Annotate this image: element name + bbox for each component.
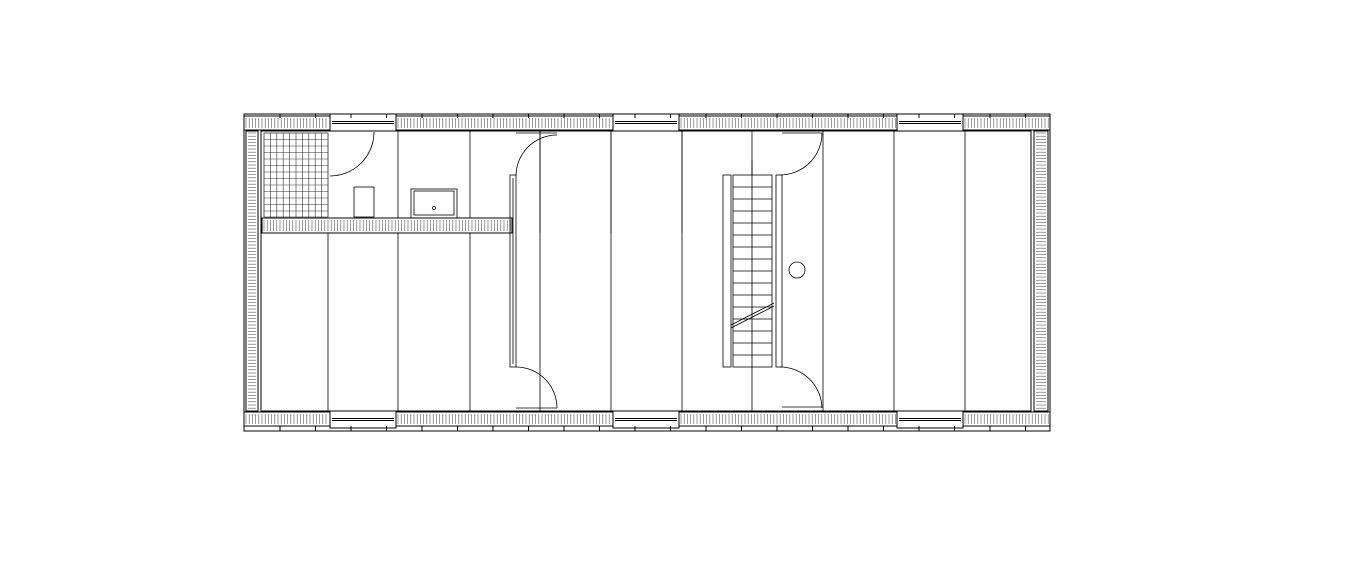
wall-outline bbox=[243, 115, 331, 131]
top-wall-segment bbox=[243, 115, 331, 131]
door-swing bbox=[779, 366, 823, 409]
window bbox=[612, 113, 680, 132]
window bbox=[329, 113, 397, 132]
stair-cut-line bbox=[730, 305, 775, 329]
left-wall bbox=[245, 130, 259, 412]
window bbox=[896, 410, 964, 429]
window-frame bbox=[329, 410, 397, 429]
bottom-wall-segment bbox=[962, 411, 1051, 427]
bottom-wall-segment bbox=[243, 411, 331, 427]
stair-cut-line bbox=[730, 302, 775, 326]
top-wall-segment bbox=[395, 115, 614, 131]
bottom-wall-segment bbox=[678, 411, 898, 427]
window-frame bbox=[612, 410, 680, 429]
top-wall-segment bbox=[962, 115, 1051, 131]
wall-outline bbox=[1033, 130, 1049, 412]
window-frame bbox=[612, 113, 680, 132]
wall-outline bbox=[261, 217, 513, 234]
inner-wall-line bbox=[260, 130, 1032, 412]
staircase bbox=[722, 160, 783, 368]
wall-outline bbox=[678, 115, 898, 131]
door-swing bbox=[779, 132, 823, 176]
window-frame bbox=[329, 113, 397, 132]
top-wall-segment bbox=[678, 115, 898, 131]
bottom-wall-segment bbox=[395, 411, 614, 427]
exterior-walls bbox=[243, 113, 1051, 432]
window bbox=[896, 113, 964, 132]
right-wall bbox=[1033, 130, 1049, 412]
wall-outline bbox=[678, 411, 898, 427]
shower-tiles bbox=[263, 132, 329, 218]
vertical-partition bbox=[509, 174, 517, 368]
door-swing bbox=[515, 366, 558, 409]
bathroom-wall bbox=[261, 217, 513, 234]
sink-counter bbox=[410, 188, 458, 219]
wall-outline bbox=[243, 411, 331, 427]
wall-outline bbox=[245, 130, 259, 412]
bathroom-door-swing bbox=[329, 131, 375, 177]
drain bbox=[432, 206, 436, 210]
window bbox=[329, 410, 397, 429]
stair-wall-right bbox=[775, 174, 783, 368]
window bbox=[612, 410, 680, 429]
window-frame bbox=[896, 410, 964, 429]
window-frame bbox=[896, 113, 964, 132]
outer-wall-line bbox=[243, 113, 1051, 432]
toilet bbox=[353, 186, 375, 218]
interior bbox=[263, 131, 966, 411]
column bbox=[788, 261, 806, 279]
door-swing bbox=[515, 134, 558, 177]
stair-stringer-left bbox=[722, 174, 732, 368]
sink-basin bbox=[413, 190, 455, 216]
